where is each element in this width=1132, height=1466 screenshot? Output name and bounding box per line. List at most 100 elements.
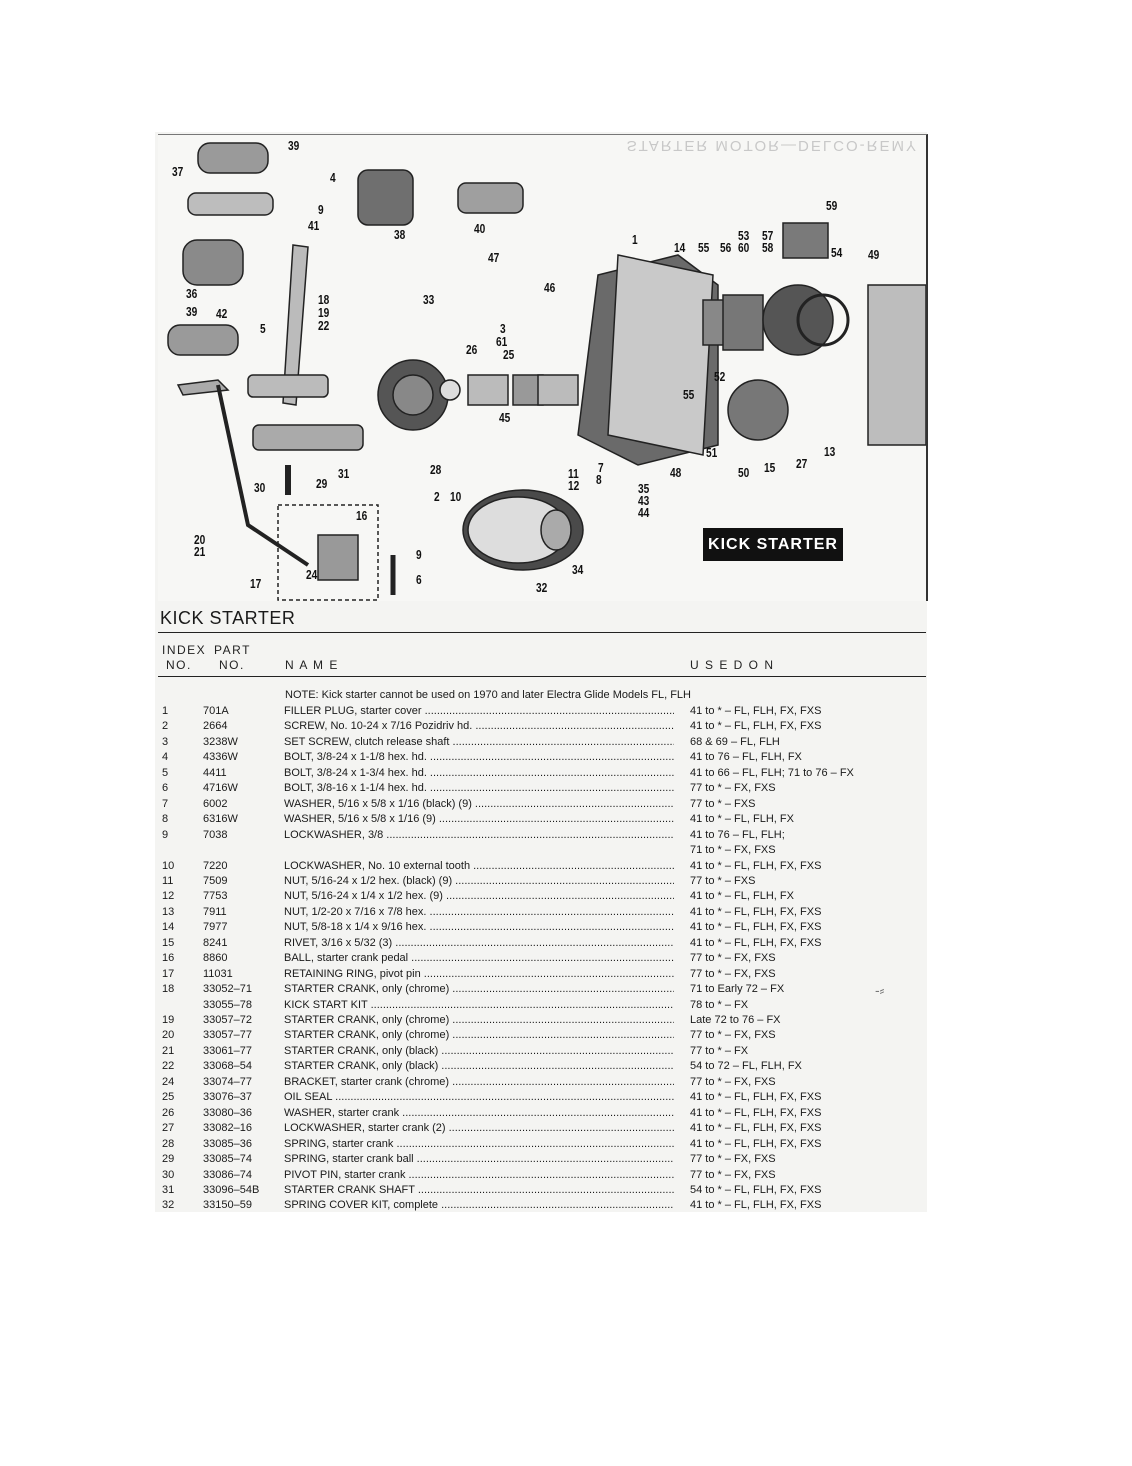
- compatibility-note: NOTE: Kick starter cannot be used on 197…: [285, 689, 691, 701]
- callout-61: 61: [496, 334, 508, 349]
- row-part-number: 33085–36: [203, 1137, 252, 1150]
- callout-22: 22: [318, 318, 330, 333]
- row-used-on: Late 72 to 76 – FX: [690, 1014, 781, 1026]
- row-index: 17: [162, 967, 175, 980]
- row-name: RIVET, 3/16 x 5/32 (3) .................…: [284, 936, 674, 949]
- callout-30: 30: [254, 480, 266, 495]
- pen-mark: -⸗: [875, 982, 885, 998]
- row-used-on: 41 to * – FL, FLH, FX: [690, 890, 794, 903]
- row-part-number: 8860: [203, 952, 228, 965]
- row-used-on: 41 to * – FL, FLH, FX, FXS: [690, 921, 822, 934]
- row-index: 21: [162, 1044, 175, 1057]
- row-name: LOCKWASHER, starter crank (2) ..........…: [284, 1122, 674, 1135]
- row-part-number: 7753: [203, 890, 228, 903]
- row-name: NUT, 1/2-20 x 7/16 x 7/8 hex. ..........…: [284, 905, 674, 918]
- row-index: 5: [162, 766, 169, 779]
- row-index: 10: [162, 859, 175, 872]
- row-index: 24: [162, 1075, 175, 1088]
- row-part-number: 33068–54: [203, 1060, 252, 1073]
- callout-31: 31: [338, 466, 350, 481]
- row-used-on: 41 to * – FL, FLH, FX, FXS: [690, 705, 822, 717]
- row-index: 15: [162, 936, 175, 949]
- row-used-on: 77 to * – FX, FXS: [690, 967, 776, 980]
- row-name: NUT, 5/8-18 x 1/4 x 9/16 hex. ..........…: [284, 921, 674, 934]
- row-index: 29: [162, 1153, 175, 1166]
- callout-2: 2: [434, 489, 440, 504]
- row-used-on: 41 to 76 – FL, FLH, FX: [690, 751, 802, 764]
- callout-37: 37: [172, 164, 184, 179]
- row-used-on: 54 to 72 – FL, FLH, FX: [690, 1060, 802, 1073]
- row-index: 9: [162, 828, 169, 841]
- row-part-number: 33074–77: [203, 1075, 252, 1088]
- row-index: 4: [162, 751, 169, 764]
- exploded-parts-diagram: STARTER MOTOR—DELCO-REMY: [158, 134, 928, 601]
- callout-26: 26: [466, 342, 478, 357]
- row-name: SCREW, No. 10-24 x 7/16 Pozidriv hd. ...…: [284, 720, 674, 733]
- header-rule: [158, 676, 926, 677]
- callout-55: 55: [698, 240, 710, 255]
- row-name: STARTER CRANK, only (black) ............…: [284, 1060, 674, 1073]
- row-part-number: 4336W: [203, 751, 238, 764]
- row-name: FILLER PLUG, starter cover .............…: [284, 705, 674, 717]
- callout-49: 49: [868, 247, 880, 262]
- callout-55b: 55: [683, 387, 695, 402]
- callout-41: 41: [308, 218, 320, 233]
- row-index: 30: [162, 1168, 175, 1181]
- row-part-number: 33057–72: [203, 1014, 252, 1026]
- parts-illustration: [167, 142, 926, 601]
- row-used-on: 77 to * – FX, FXS: [690, 782, 776, 795]
- row-index: 18: [162, 983, 175, 996]
- row-index: 20: [162, 1029, 175, 1042]
- callout-18: 18: [318, 292, 330, 307]
- row-name: STARTER CRANK SHAFT ....................…: [284, 1183, 674, 1196]
- header-part-bottom: NO.: [219, 658, 245, 672]
- callout-35: 35: [638, 481, 650, 496]
- callout-36: 36: [186, 286, 198, 301]
- row-index: 31: [162, 1183, 175, 1196]
- row-used-on: 41 to 76 – FL, FLH;: [690, 828, 785, 841]
- callout-32: 32: [536, 580, 548, 595]
- row-used-on: 41 to * – FL, FLH, FX: [690, 813, 794, 826]
- callout-33: 33: [423, 292, 435, 307]
- row-name: STARTER CRANK, only (chrome) ...........…: [284, 983, 674, 996]
- row-used-on: 77 to * – FXS: [690, 797, 756, 810]
- row-part-number: 33082–16: [203, 1122, 252, 1135]
- callout-34: 34: [572, 562, 584, 577]
- row-part-number: 7977: [203, 921, 228, 934]
- table-row: 15 8241 RIVET, 3/16 x 5/32 (3) ...........…: [158, 937, 926, 952]
- row-part-number: 33150–59: [203, 1199, 252, 1212]
- callout-48: 48: [670, 465, 682, 480]
- row-name: STARTER CRANK, only (chrome) ...........…: [284, 1014, 674, 1026]
- row-part-number: 7220: [203, 859, 228, 872]
- row-used-on: 77 to * – FX, FXS: [690, 1029, 776, 1042]
- callout-16: 16: [356, 508, 368, 523]
- row-used-on: 77 to * – FX: [690, 1044, 749, 1057]
- row-part-number: 7509: [203, 874, 228, 887]
- row-used-on: 41 to * – FL, FLH, FX, FXS: [690, 905, 822, 918]
- row-part-number: 33076–37: [203, 1091, 252, 1104]
- row-used-on: 41 to 66 – FL, FLH; 71 to 76 – FX: [690, 766, 854, 779]
- callout-24: 24: [306, 567, 318, 582]
- row-index: 28: [162, 1137, 175, 1150]
- row-part-number: 8241: [203, 936, 228, 949]
- callout-21: 21: [194, 544, 206, 559]
- row-used-on: 41 to * – FL, FLH, FX, FXS: [690, 1106, 822, 1119]
- callout-60: 60: [738, 240, 750, 255]
- row-name: PIVOT PIN, starter crank ...............…: [284, 1168, 674, 1181]
